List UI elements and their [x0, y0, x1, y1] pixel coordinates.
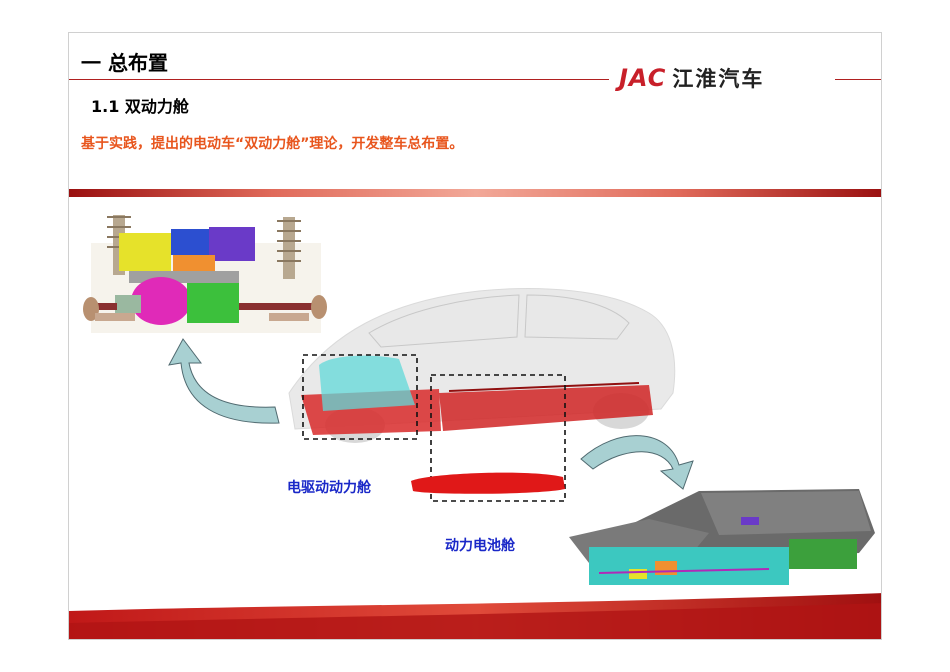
battery-pack-image	[569, 489, 875, 585]
logo-chinese: 江淮汽车	[672, 67, 765, 91]
motor-bay-highlight	[302, 354, 418, 440]
battery-tray-image	[411, 472, 565, 494]
battery-bay-highlight	[430, 374, 566, 502]
slide-title: 一 总布置	[81, 51, 168, 75]
car-chassis-image	[288, 288, 676, 443]
intro-text: 基于实践，提出的电动车“双动力舱”理论，开发整车总布置。	[81, 136, 464, 152]
curved-arrow-icon	[168, 338, 280, 424]
title-divider	[69, 79, 609, 80]
jac-logo: JAC 江淮汽车	[619, 64, 765, 92]
motor-bay-label: 电驱动动力舱	[287, 480, 371, 496]
slide: 一 总布置 JAC 江淮汽车 1.1 双动力舱 基于实践，提出的电动车“双动力舱…	[68, 32, 882, 640]
section-subtitle: 1.1 双动力舱	[91, 97, 189, 116]
header-band	[69, 189, 881, 197]
drivetrain-assembly-image	[83, 215, 327, 333]
footer-band	[69, 593, 881, 639]
curved-arrow-icon	[580, 435, 694, 490]
logo-brand: JAC	[619, 64, 667, 92]
illustration	[83, 215, 875, 585]
battery-bay-label: 动力电池舱	[445, 538, 515, 554]
logo-divider	[835, 79, 881, 80]
